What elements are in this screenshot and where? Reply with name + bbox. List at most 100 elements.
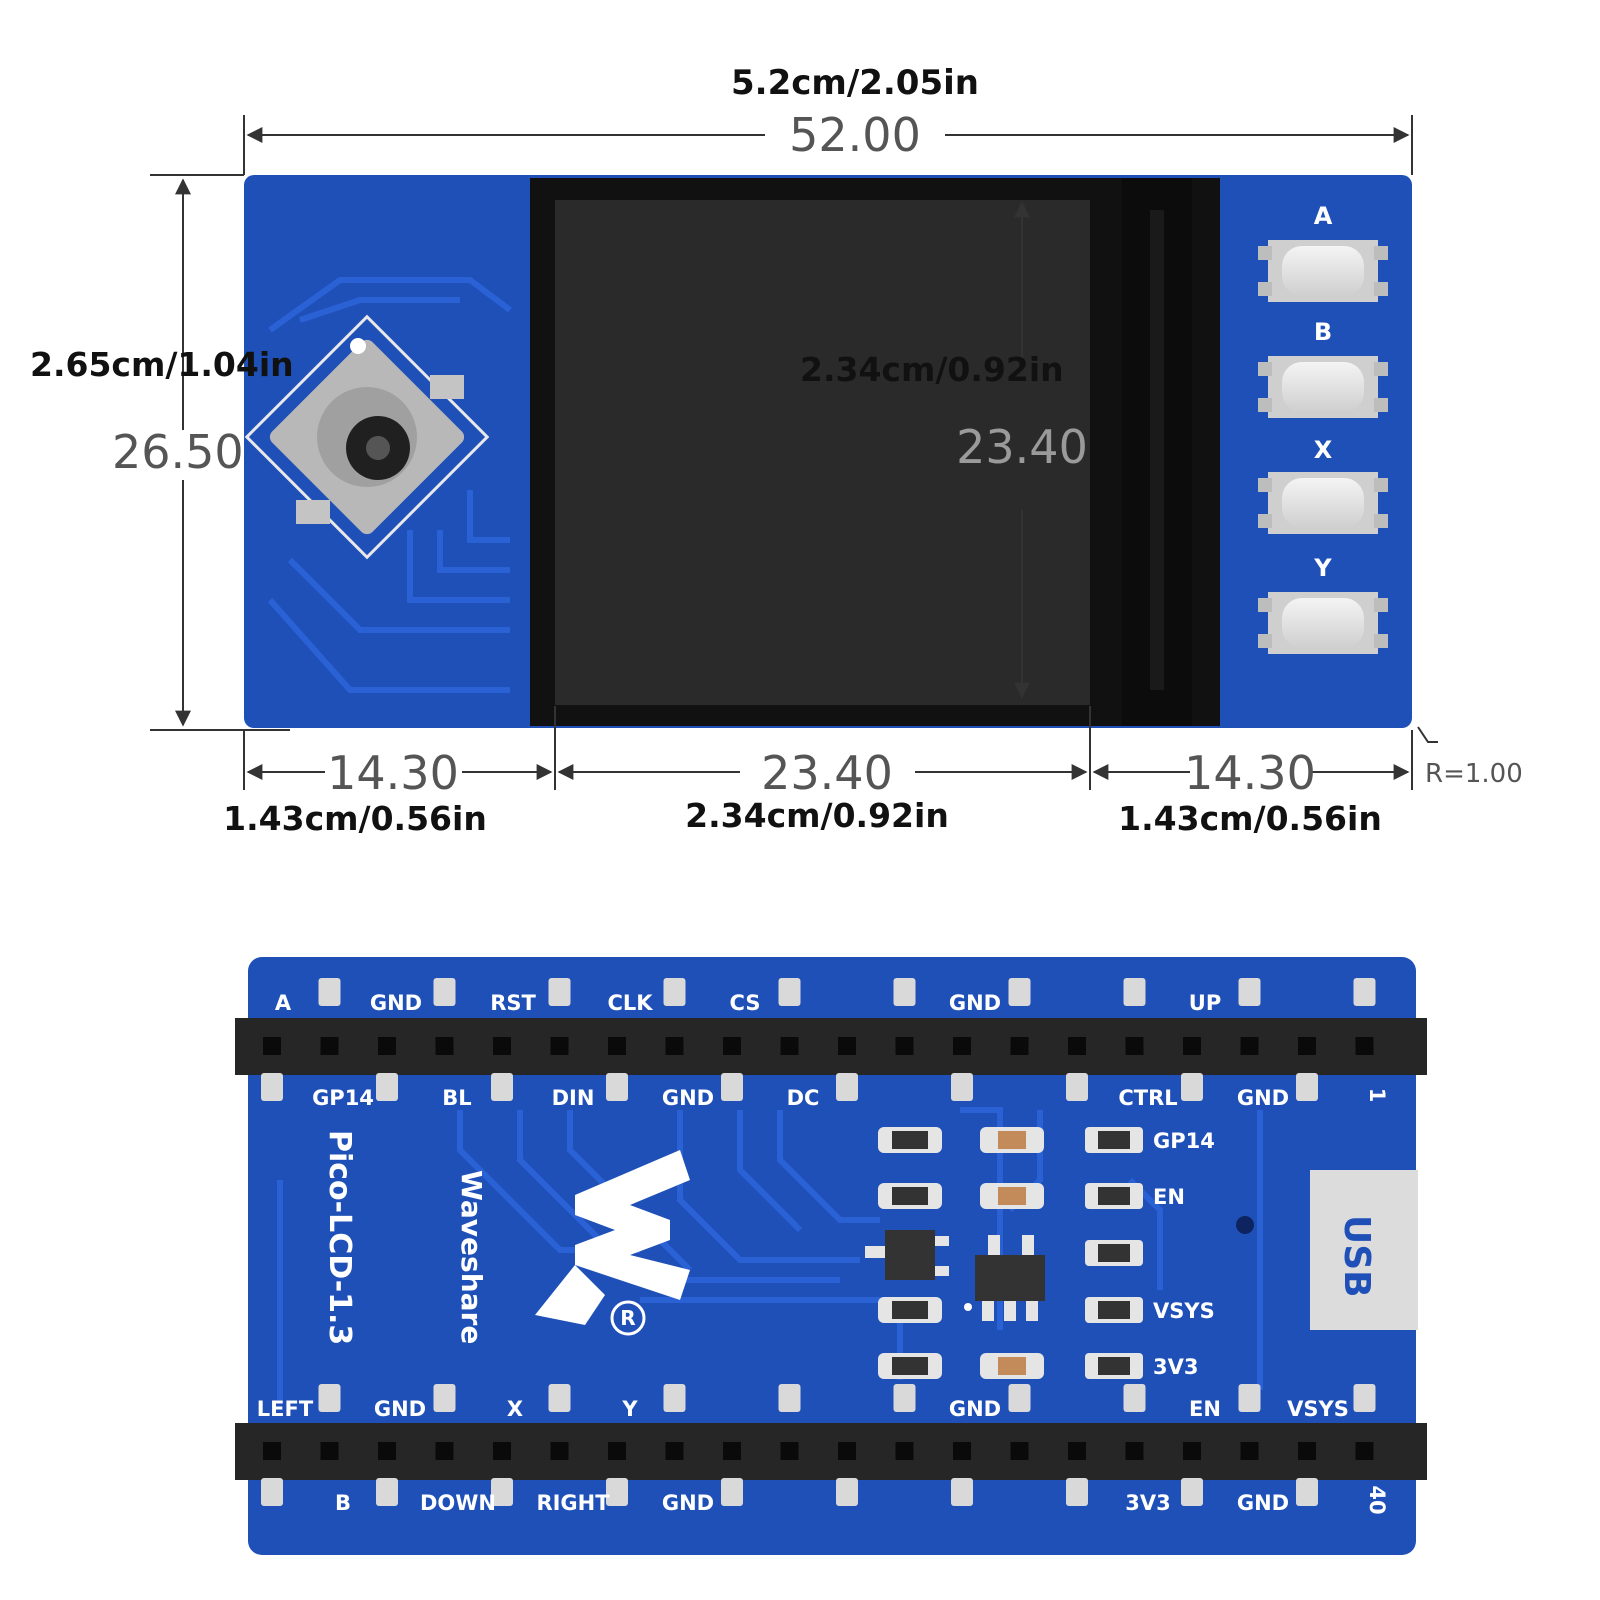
solder-pad <box>491 1478 513 1506</box>
left-margin-mm-label: 14.30 <box>327 746 459 800</box>
pin-label-clk: CLK <box>607 991 653 1015</box>
pin-label-gnd-top-3: GND <box>662 1086 714 1110</box>
pin-label-gnd-bot-1: GND <box>374 1397 426 1421</box>
button-a <box>1258 240 1388 302</box>
header-hole <box>320 1442 339 1460</box>
pin-label-a: A <box>275 991 292 1015</box>
right-margin-mm-label: 14.30 <box>1184 746 1316 800</box>
solder-pad <box>1008 1384 1031 1412</box>
solder-pad <box>721 1073 743 1101</box>
header-hole <box>550 1037 569 1055</box>
solder-pad <box>1181 1478 1203 1506</box>
header-hole <box>378 1442 396 1460</box>
header-hole <box>723 1037 741 1055</box>
screen-width-imperial-label: 2.34cm/0.92in <box>685 796 949 835</box>
solder-pad <box>606 1478 628 1506</box>
solder-pad <box>376 1478 398 1506</box>
side-label-vsys: VSYS <box>1153 1299 1215 1323</box>
pin-label-en: EN <box>1189 1397 1221 1421</box>
left-margin-imperial-label: 1.43cm/0.56in <box>223 799 487 838</box>
header-hole <box>1298 1037 1316 1055</box>
solder-pad <box>778 978 801 1006</box>
header-hole <box>1068 1037 1086 1055</box>
solder-pad <box>318 1384 341 1412</box>
pin-label-vsys: VSYS <box>1287 1397 1349 1421</box>
solder-pad <box>836 1073 858 1101</box>
header-hole <box>1298 1442 1316 1460</box>
pin-label-1: 1 <box>1365 1088 1389 1103</box>
header-hole <box>435 1037 454 1055</box>
header-hole <box>1125 1442 1144 1460</box>
pin-label-gp14: GP14 <box>312 1086 374 1110</box>
solder-pad <box>1181 1073 1203 1101</box>
solder-pad <box>1066 1073 1088 1101</box>
solder-pad <box>376 1073 398 1101</box>
solder-pad <box>1353 978 1376 1006</box>
header-holes <box>263 1037 1374 1460</box>
solder-pad <box>721 1478 743 1506</box>
mounting-dot <box>1236 1216 1254 1234</box>
usb-label-box <box>1310 1170 1418 1330</box>
dimension-lines <box>150 115 1438 790</box>
right-margin-imperial-label: 1.43cm/0.56in <box>1118 799 1382 838</box>
solder-pad <box>1123 978 1146 1006</box>
pin-label-dc: DC <box>787 1086 820 1110</box>
solder-pad <box>1008 978 1031 1006</box>
top-view: A B X Y <box>244 175 1412 728</box>
header-hole <box>320 1037 339 1055</box>
pin-label-ctrl: CTRL <box>1118 1086 1177 1110</box>
header-hole <box>1010 1037 1029 1055</box>
height-imperial-label: 2.65cm/1.04in <box>30 345 294 384</box>
pin-label-gnd-bot-4: GND <box>1237 1491 1289 1515</box>
waveshare-logo <box>535 1150 690 1325</box>
pin-label-40: 40 <box>1365 1485 1389 1514</box>
header-hole <box>838 1037 856 1055</box>
screen-height-mm-label: 23.40 <box>956 420 1088 474</box>
header-hole <box>723 1442 741 1460</box>
smd-components <box>865 1127 1143 1379</box>
header-hole <box>435 1442 454 1460</box>
pin-label-y: Y <box>621 1397 638 1421</box>
header-hole <box>895 1442 914 1460</box>
solder-pad <box>1238 1384 1261 1412</box>
solder-pad <box>1296 1478 1318 1506</box>
width-mm-label: 52.00 <box>789 108 921 162</box>
button-a-label: A <box>1314 202 1333 230</box>
solder-pad <box>548 1384 571 1412</box>
pin-label-left: LEFT <box>257 1397 314 1421</box>
bottom-pin-header <box>235 1423 1427 1480</box>
pin-label-gnd-top-4: GND <box>1237 1086 1289 1110</box>
header-hole <box>1125 1037 1144 1055</box>
header-hole <box>263 1037 281 1055</box>
joystick <box>244 314 490 560</box>
button-y <box>1258 592 1388 654</box>
pin-label-gnd-top-2: GND <box>949 991 1001 1015</box>
button-x <box>1258 472 1388 534</box>
solder-pad <box>261 1073 283 1101</box>
header-hole <box>263 1442 281 1460</box>
header-hole <box>493 1037 511 1055</box>
solder-pad <box>836 1478 858 1506</box>
bottom-view: R Pico-LCD-1.3 Waveshare USB <box>235 957 1427 1555</box>
pin-label-din: DIN <box>552 1086 595 1110</box>
button-y-label: Y <box>1313 554 1332 582</box>
height-mm-label: 26.50 <box>112 425 244 479</box>
header-hole <box>953 1442 971 1460</box>
solder-pad <box>1238 978 1261 1006</box>
lcd-screen <box>555 200 1090 705</box>
solder-pad <box>491 1073 513 1101</box>
pin-label-b: B <box>335 1491 351 1515</box>
header-hole <box>378 1037 396 1055</box>
solder-pad <box>663 978 686 1006</box>
header-hole <box>665 1442 684 1460</box>
solder-pad <box>951 1073 973 1101</box>
header-hole <box>780 1037 799 1055</box>
usb-label: USB <box>1336 1215 1377 1298</box>
screen-width-mm-label: 23.40 <box>761 746 893 800</box>
brand-label: Waveshare <box>455 1170 488 1344</box>
header-hole <box>493 1442 511 1460</box>
pin-label-3v3: 3V3 <box>1125 1491 1170 1515</box>
pin-label-cs: CS <box>730 991 761 1015</box>
pin-label-right: RIGHT <box>536 1491 610 1515</box>
pin-label-gnd-bot-3: GND <box>662 1491 714 1515</box>
